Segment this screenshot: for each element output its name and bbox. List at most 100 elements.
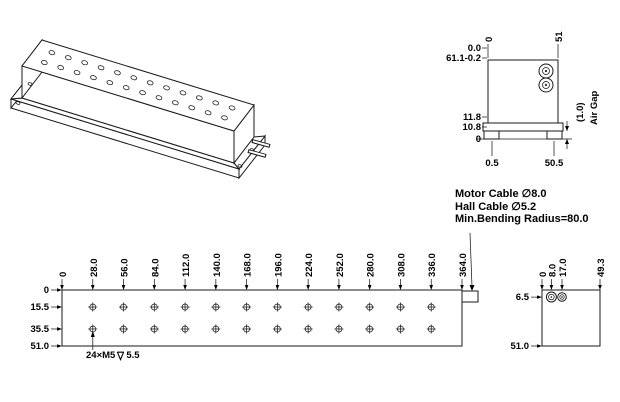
iso-top-hole	[97, 65, 105, 71]
motor-cable-note: Motor Cable ∅8.0	[455, 188, 547, 200]
dim-label: 196.0	[273, 253, 284, 277]
dim-label: 0	[484, 37, 495, 42]
iso-top-hole	[188, 105, 196, 111]
ordinate-arrow	[549, 285, 554, 290]
iso-top-hole	[90, 75, 97, 81]
dim-label: 6.5	[516, 292, 530, 303]
dim-label: 336.0	[427, 253, 438, 277]
iso-top-hole	[81, 60, 88, 66]
motor-cable-hole-inner	[548, 293, 555, 301]
hall-cable-hole-center	[561, 296, 563, 298]
ordinate-arrow	[398, 285, 403, 290]
dim-label: 364.0	[458, 253, 469, 277]
dim-label: 49.3	[596, 259, 607, 278]
dim-label: 11.8	[463, 112, 481, 123]
dim-label: 112.0	[181, 254, 192, 277]
iso-top-hole	[196, 95, 203, 101]
air-gap-value-label: (1.0)	[575, 102, 586, 122]
iso-top-hole	[155, 95, 163, 101]
hole-note-arrow	[90, 331, 95, 337]
iso-top-hole	[221, 115, 228, 121]
ordinate-arrow	[275, 285, 280, 290]
dim-label: 8.0	[547, 264, 558, 277]
dim-label: 51.0	[511, 341, 530, 352]
ordinate-arrow	[598, 285, 602, 290]
end-view-left-foot	[483, 130, 500, 140]
iso-top-hole	[40, 60, 48, 66]
dim-label: 0.0	[468, 43, 481, 54]
dim-label: 280.0	[366, 253, 377, 277]
dim-label: 0	[476, 134, 481, 145]
iso-hall-cable-stub-core	[248, 150, 266, 157]
dim-label: 56.0	[120, 259, 131, 278]
hall-cable-center	[545, 84, 547, 86]
hall-cable-note: Hall Cable ∅5.2	[455, 200, 537, 213]
dim-label: 140.0	[212, 253, 223, 277]
ordinate-arrow	[460, 285, 464, 290]
dim-label: 50.5	[545, 158, 564, 169]
iso-top-hole	[212, 100, 220, 106]
iso-top-hole	[73, 70, 81, 76]
iso-top-hole	[204, 110, 212, 116]
dim-label: 35.5	[31, 324, 50, 335]
dim-label: 51	[554, 31, 565, 42]
tapped-hole-note: 24×M5 5.5	[86, 350, 140, 361]
ordinate-arrow	[183, 285, 187, 290]
ordinate-arrow	[121, 285, 126, 290]
ordinate-arrow	[537, 344, 542, 348]
dim-label: 224.0	[304, 253, 315, 277]
isometric-view	[9, 38, 271, 180]
iso-body-top-face	[21, 39, 255, 132]
ordinate-arrow	[429, 285, 434, 290]
iso-base-hole	[237, 164, 243, 168]
bending-radius-note: Min.Bending Radius=80.0	[455, 213, 589, 225]
ordinate-arrow	[57, 344, 62, 348]
iso-motor-cable-stub-core	[252, 140, 270, 147]
ordinate-arrow	[540, 285, 544, 290]
ordinate-arrow	[214, 285, 218, 290]
ordinate-arrow	[90, 285, 95, 290]
iso-top-hole	[64, 55, 72, 61]
dim-label: 51.0	[31, 341, 50, 352]
dim-label: 0.5	[485, 158, 499, 169]
iso-top-hole	[106, 80, 114, 86]
dim-label: 0	[44, 285, 49, 296]
hall-cable-hole-inner	[559, 294, 565, 300]
plan-cable-exit-block	[461, 290, 479, 303]
dim-label: 168.0	[243, 253, 254, 277]
iso-top-hole	[130, 75, 138, 81]
dim-label: 10.8	[463, 122, 482, 133]
air-gap-label: Air Gap	[589, 90, 600, 125]
dim-label: 0	[58, 272, 69, 277]
air-gap-arrow-up	[565, 139, 569, 144]
ordinate-arrow	[57, 305, 62, 309]
annotation-leader	[469, 232, 473, 288]
end-view-right-foot	[546, 130, 563, 140]
annotation-leader-arrow	[469, 285, 475, 291]
ordinate-arrow	[306, 285, 310, 290]
hole-note-prefix: 24×M5	[86, 350, 116, 361]
motor-cable-hole-center	[550, 296, 553, 298]
dim-label: 308.0	[396, 253, 407, 277]
iso-top-hole	[122, 85, 130, 91]
iso-top-hole	[163, 85, 170, 91]
plan-body	[61, 289, 463, 347]
ordinate-arrow	[60, 285, 64, 290]
end-view-top-right: 0 51 0.0 61.1-0.2 11.8 10.8 0 0.5 50.5 (…	[446, 31, 600, 169]
ordinate-arrow	[57, 327, 62, 331]
ordinate-arrow	[244, 285, 249, 290]
iso-top-hole	[172, 100, 179, 106]
depth-symbol-icon	[117, 351, 125, 361]
dim-label: 252.0	[335, 253, 346, 277]
iso-top-hole	[114, 70, 121, 76]
dim-label: 0	[538, 272, 549, 277]
dim-label: 17.0	[558, 259, 569, 278]
iso-top-hole	[139, 90, 146, 96]
motor-cable-gland-inner	[542, 67, 550, 75]
motor-cable-center	[545, 70, 547, 72]
iso-top-hole	[146, 80, 154, 86]
